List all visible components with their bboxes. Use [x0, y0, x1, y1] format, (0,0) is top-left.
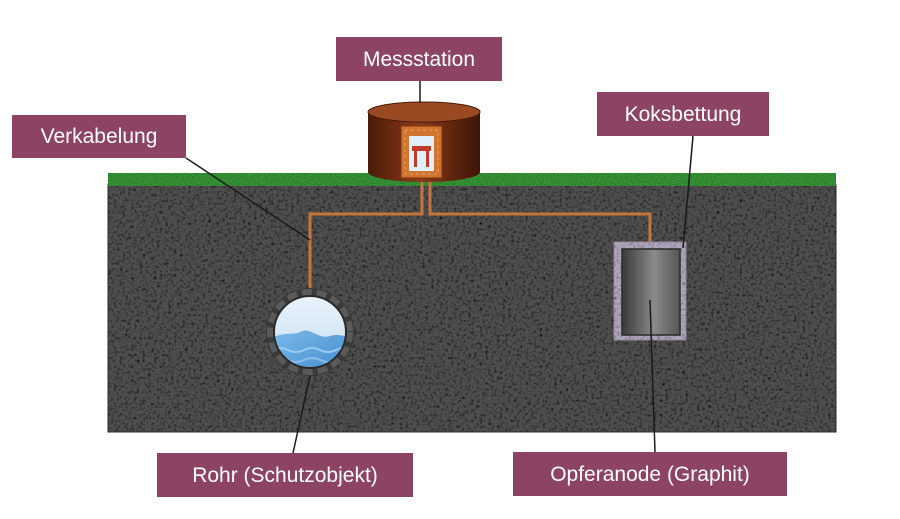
label-anode: Opferanode (Graphit)	[513, 452, 787, 496]
cabling	[308, 178, 652, 290]
label-cabling: Verkabelung	[12, 115, 186, 158]
label-measuring-station: Messstation	[336, 37, 502, 81]
terminal-icon	[412, 146, 431, 167]
label-pipe: Rohr (Schutzobjekt)	[157, 453, 413, 497]
soil-layer	[107, 183, 837, 433]
leader-lines	[185, 81, 694, 454]
measuring-station	[367, 101, 481, 182]
pipe-cross-section	[266, 288, 354, 376]
grass-strip	[108, 173, 836, 186]
label-coke-bed: Koksbettung	[597, 92, 769, 136]
